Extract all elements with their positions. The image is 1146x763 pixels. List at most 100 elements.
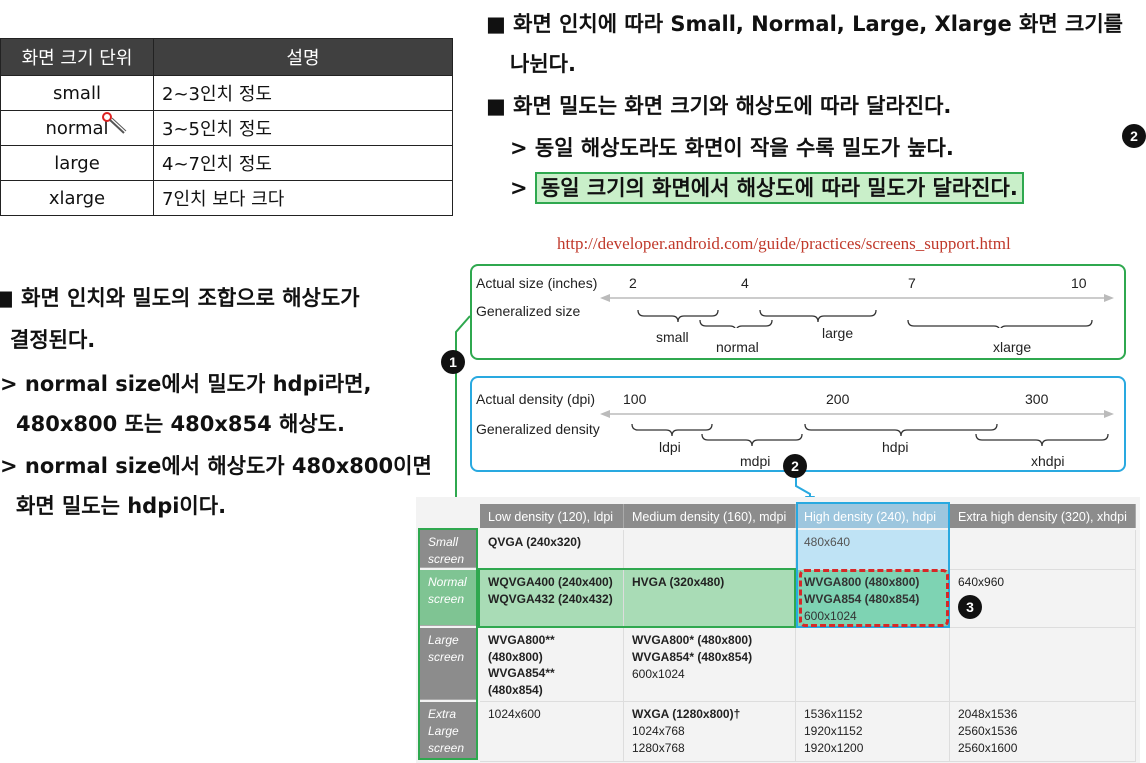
- unit-cell: normal: [0, 110, 154, 146]
- table-row: small 2~3인치 정도: [0, 75, 453, 111]
- cell-text: WQVGA432 (240x432): [488, 592, 613, 606]
- small-normal-column-highlight: [418, 528, 478, 760]
- normal-hdpi-focus-box: [799, 569, 949, 627]
- cell-text: WVGA854 (480x854): [804, 592, 920, 606]
- bullet-resolution-cont: 결정된다.: [10, 328, 96, 352]
- sub-bullet-hdpi-2-cont: 화면 밀도는 hdpi이다.: [16, 494, 227, 518]
- sub-bullet-prefix: >: [510, 176, 528, 200]
- size-diagram-box: [470, 264, 1126, 360]
- sub-bullet-density-1: > 동일 해상도라도 화면이 작을 수록 밀도가 높다.: [510, 136, 954, 160]
- cell-text: WXGA (1280x800)†: [632, 707, 741, 721]
- cell-text: 1920x1200: [804, 741, 864, 755]
- size-tick: 7: [908, 275, 916, 291]
- resolution-grid: [416, 497, 1140, 763]
- cell-normal-xhigh: 640x960: [950, 570, 1136, 628]
- density-tick: 100: [623, 391, 647, 407]
- density-tick: 300: [1025, 391, 1049, 407]
- marker-circle-1: 1: [441, 350, 465, 374]
- cell-small-high: 480x640: [796, 530, 950, 570]
- cell-text: 1920x1152: [804, 724, 863, 738]
- cell-large-low: WVGA800** (480x800) WVGA854** (480x854): [480, 628, 624, 702]
- cell-text: 2560x1600: [958, 741, 1018, 755]
- cell-text: 480x640: [804, 535, 851, 549]
- table-row: normal 3~5인치 정도: [0, 110, 453, 146]
- sub-bullet-hdpi-1-cont: 480x800 또는 480x854 해상도.: [16, 412, 345, 436]
- generalized-size-label: Generalized size: [476, 303, 581, 319]
- density-group-xhdpi: xhdpi: [1031, 453, 1065, 469]
- unit-cell: large: [0, 145, 154, 181]
- density-axis-arrows: [600, 410, 1114, 446]
- cell-small-medium: [624, 530, 796, 570]
- cell-text: WVGA854* (480x854): [632, 650, 753, 664]
- col-header-high: High density (240), hdpi: [796, 504, 950, 528]
- cell-text: 2560x1536: [958, 724, 1018, 738]
- cell-text: WVGA800**: [488, 633, 555, 647]
- unit-cell: small: [0, 75, 154, 111]
- bullet-resolution: ■ 화면 인치와 밀도의 조합으로 해상도가: [0, 286, 360, 310]
- cell-small-low: QVGA (240x320): [480, 530, 624, 570]
- cell-text: 600x1024: [804, 609, 857, 623]
- cell-xlarge-medium: WXGA (1280x800)† 1024x768 1280x768: [624, 702, 796, 762]
- table-row: large 4~7인치 정도: [0, 145, 453, 181]
- row-header-line: Small: [428, 535, 459, 549]
- density-group-hdpi: hdpi: [882, 439, 909, 455]
- size-tick: 4: [741, 275, 749, 291]
- desc-cell: 2~3인치 정도: [153, 75, 453, 111]
- row-header-line: screen: [428, 592, 465, 606]
- row-header-small: Small screen: [420, 530, 478, 568]
- cell-large-xhigh: [950, 628, 1136, 702]
- cell-text: HVGA (320x480): [632, 575, 725, 589]
- actual-size-label: Actual size (inches): [476, 275, 598, 291]
- bullet-density: ■ 화면 밀도는 화면 크기와 해상도에 따라 달라진다.: [486, 94, 952, 118]
- cell-xlarge-xhigh: 2048x1536 2560x1536 2560x1600: [950, 702, 1136, 762]
- row-header-line: Extra: [428, 707, 457, 721]
- pen-cursor-icon: [102, 112, 127, 134]
- cell-small-xhigh: [950, 530, 1136, 570]
- row-header-line: Large: [428, 633, 459, 647]
- row-header-line: screen: [428, 741, 465, 755]
- desc-cell: 3~5인치 정도: [153, 110, 453, 146]
- cell-text: 1024x768: [632, 724, 685, 738]
- row-header-line: Normal: [428, 575, 467, 589]
- cell-normal-low: WQVGA400 (240x400) WQVGA432 (240x432): [480, 570, 624, 628]
- col-header-low: Low density (120), ldpi: [480, 504, 624, 528]
- desc-cell: 4~7인치 정도: [153, 145, 453, 181]
- actual-density-label: Actual density (dpi): [476, 391, 596, 407]
- bullet-size-categories-cont: 나뉜다.: [510, 52, 576, 76]
- row-header-line: screen: [428, 650, 465, 664]
- row-header-normal: Normal screen: [420, 570, 478, 626]
- sub-bullet-hdpi-2: > normal size에서 해상도가 480x800이면: [0, 454, 432, 478]
- size-axis-arrows: [600, 294, 1114, 328]
- bullet-size-categories: ■ 화면 인치에 따라 Small, Normal, Large, Xlarge…: [486, 12, 1123, 36]
- size-group-large: large: [822, 325, 854, 341]
- sub-bullet-hdpi-1: > normal size에서 밀도가 hdpi라면,: [0, 372, 372, 396]
- marker-circle-2: 2: [783, 454, 807, 478]
- normal-row-highlight: [478, 568, 796, 628]
- table-header-unit: 화면 크기 단위: [0, 38, 154, 76]
- size-group-normal: normal: [716, 339, 759, 355]
- desc-cell: 7인치 보다 크다: [153, 180, 453, 216]
- highlighted-sentence: 동일 크기의 화면에서 해상도에 따라 밀도가 달라진다.: [534, 172, 1024, 204]
- cell-text: WVGA854**: [488, 666, 555, 680]
- cell-text: WVGA800* (480x800): [632, 633, 753, 647]
- sub-bullet-density-2: > 동일 크기의 화면에서 해상도에 따라 밀도가 달라진다.: [510, 172, 1024, 204]
- row-header-line: screen: [428, 552, 465, 566]
- cell-normal-high: WVGA800 (480x800) WVGA854 (480x854) 600x…: [796, 570, 950, 628]
- density-tick: 200: [826, 391, 850, 407]
- density-group-mdpi: mdpi: [740, 453, 771, 469]
- cell-xlarge-high: 1536x1152 1920x1152 1920x1200: [796, 702, 950, 762]
- col-header-medium: Medium density (160), mdpi: [624, 504, 796, 528]
- cell-text: 1280x768: [632, 741, 685, 755]
- cell-text: WQVGA400 (240x400): [488, 575, 613, 589]
- table-row: xlarge 7인치 보다 크다: [0, 180, 453, 216]
- row-header-large: Large screen: [420, 628, 478, 700]
- cell-text: WVGA800 (480x800): [804, 575, 920, 589]
- density-group-ldpi: ldpi: [659, 439, 681, 455]
- generalized-density-label: Generalized density: [476, 421, 600, 437]
- size-group-xlarge: xlarge: [993, 339, 1032, 355]
- hdpi-column-highlight: [796, 502, 950, 628]
- marker-circle-3: 3: [958, 595, 982, 619]
- size-group-small: small: [656, 329, 689, 345]
- source-url[interactable]: http://developer.android.com/guide/pract…: [557, 234, 1011, 253]
- cell-text: 1536x1152: [804, 707, 863, 721]
